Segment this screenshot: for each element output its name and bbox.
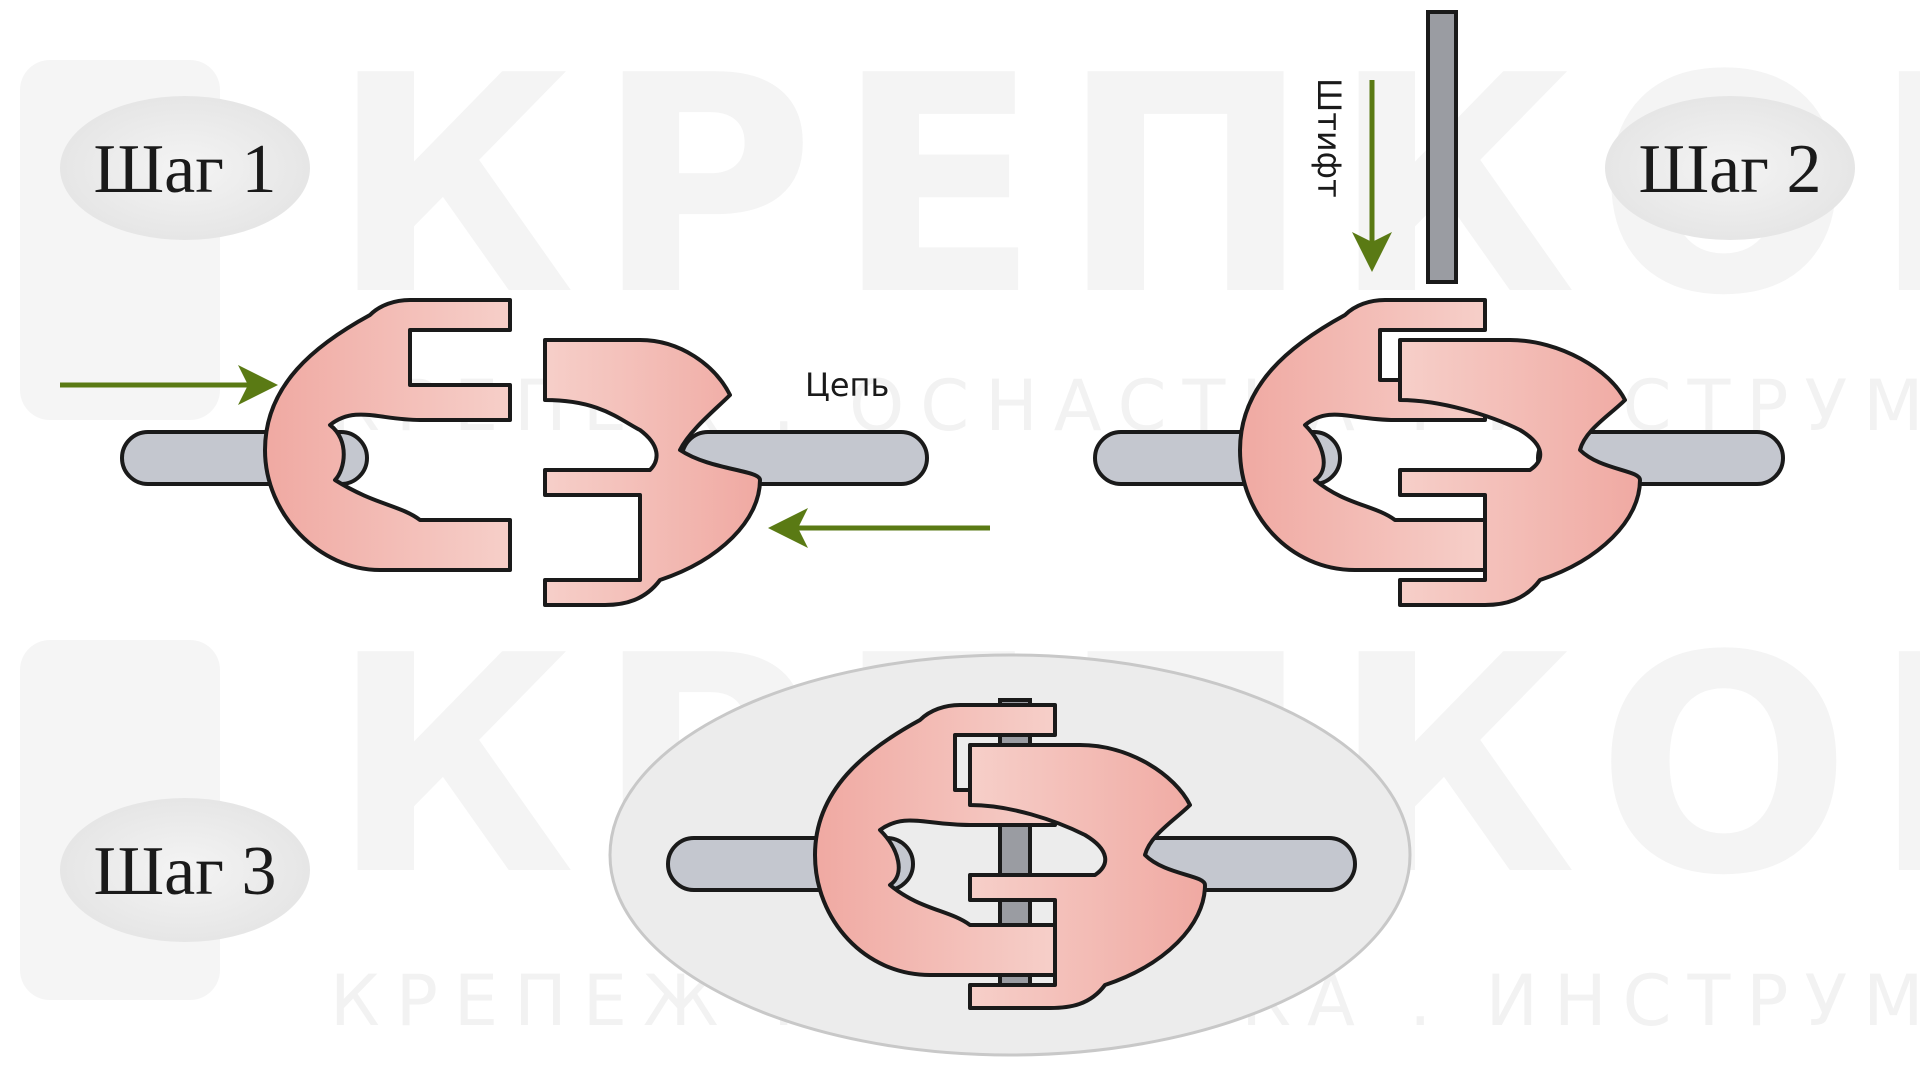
step3-label: Шаг 3 (94, 833, 277, 910)
step2-bubble (1605, 96, 1855, 240)
step1-label: Шаг 1 (94, 131, 277, 208)
step1-bubble (60, 96, 310, 240)
pin-label: Штифт (1310, 78, 1348, 198)
step2-label: Шаг 2 (1639, 131, 1822, 208)
step3-link-left (813, 703, 1057, 977)
step2-pin (1426, 10, 1458, 284)
step1-group: Шаг 1 Цепь (60, 96, 990, 607)
step3-bubble (60, 798, 310, 942)
step2-link-left (1238, 298, 1487, 572)
chain-label: Цепь (805, 366, 889, 404)
step2-link-right (1398, 338, 1642, 607)
step3-link-right (968, 743, 1207, 1010)
step3-group: Шаг 3 (60, 653, 1412, 1057)
step1-link-right (543, 338, 762, 607)
step2-group: Шаг 2 Штифт (1093, 10, 1855, 607)
step1-link-left (263, 298, 512, 572)
